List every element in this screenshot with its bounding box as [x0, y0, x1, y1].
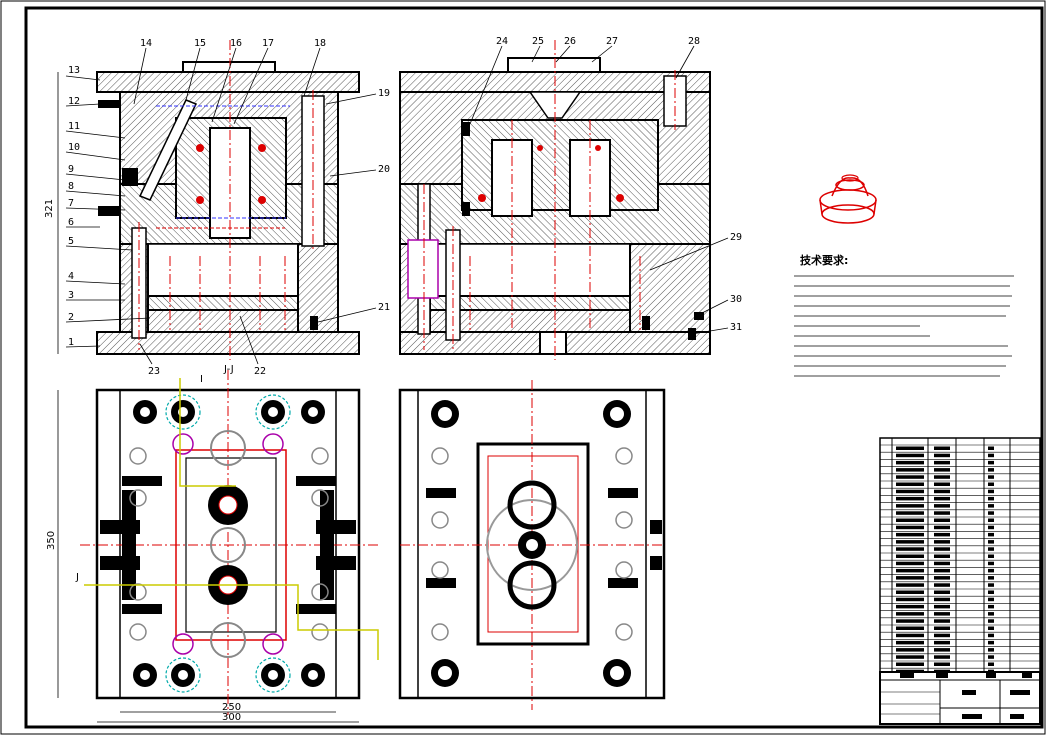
part-label-29: 29	[730, 232, 742, 243]
part-label-31: 31	[730, 322, 742, 333]
part-label-22: 22	[254, 366, 266, 377]
part-label-24: 24	[496, 36, 508, 47]
section-mark-jj: J-J	[223, 364, 234, 375]
right-leader-labels: 24 25 26 27 28 29 30 31	[469, 36, 742, 335]
part-label-9: 9	[68, 164, 74, 175]
bom-table	[879, 437, 1041, 674]
part-label-27: 27	[606, 36, 618, 47]
part-label-19: 19	[378, 88, 390, 99]
part-label-28: 28	[688, 36, 700, 47]
bottom-clamp-plate	[96, 331, 360, 355]
locating-ring	[182, 61, 276, 73]
left-section-view	[96, 40, 360, 360]
part-label-3: 3	[68, 290, 74, 301]
right-section-view	[399, 40, 711, 360]
part-label-2: 2	[68, 312, 74, 323]
part-label-6: 6	[68, 217, 74, 228]
part-label-7: 7	[68, 198, 74, 209]
right-plan-view	[398, 380, 666, 710]
tech-requirements-title: 技术要求:	[800, 253, 848, 267]
title-block	[879, 671, 1041, 725]
part-label-26: 26	[564, 36, 576, 47]
part-label-20: 20	[378, 164, 390, 175]
left-plan-view: J-J I J 350 250 300	[46, 364, 380, 723]
part-label-5: 5	[68, 236, 74, 247]
part-label-1: 1	[68, 337, 74, 348]
part-label-15: 15	[194, 38, 206, 49]
dim-text-300: 300	[222, 712, 241, 723]
section-mark-i-top: I	[200, 374, 203, 385]
part-label-11: 11	[68, 121, 80, 132]
part-label-10: 10	[68, 142, 80, 153]
dim-text-321: 321	[44, 199, 55, 218]
part-label-17: 17	[262, 38, 274, 49]
part-label-25: 25	[532, 36, 544, 47]
top-clamp-plate	[96, 71, 360, 93]
angle-pin	[138, 99, 198, 201]
part-label-16: 16	[230, 38, 242, 49]
sprue-bushing-head	[507, 57, 601, 73]
part-label-23: 23	[148, 366, 160, 377]
product-isometric	[819, 174, 877, 224]
dim-text-350: 350	[46, 531, 57, 550]
drawing-frame	[24, 6, 1044, 729]
part-label-21: 21	[378, 302, 390, 313]
section-mark-j-left: J	[75, 572, 79, 583]
part-label-8: 8	[68, 181, 74, 192]
part-label-18: 18	[314, 38, 326, 49]
part-label-13: 13	[68, 65, 80, 76]
part-label-30: 30	[730, 294, 742, 305]
part-label-4: 4	[68, 271, 74, 282]
part-label-14: 14	[140, 38, 152, 49]
dim-text-250: 250	[222, 702, 241, 713]
tech-requirements: 技术要求:	[794, 253, 1014, 377]
part-label-12: 12	[68, 96, 80, 107]
left-leader-labels: 13 12 11 10 9 8 7 6 5 4 3 2 1 14 15 16	[44, 38, 390, 377]
sprue	[528, 91, 582, 119]
